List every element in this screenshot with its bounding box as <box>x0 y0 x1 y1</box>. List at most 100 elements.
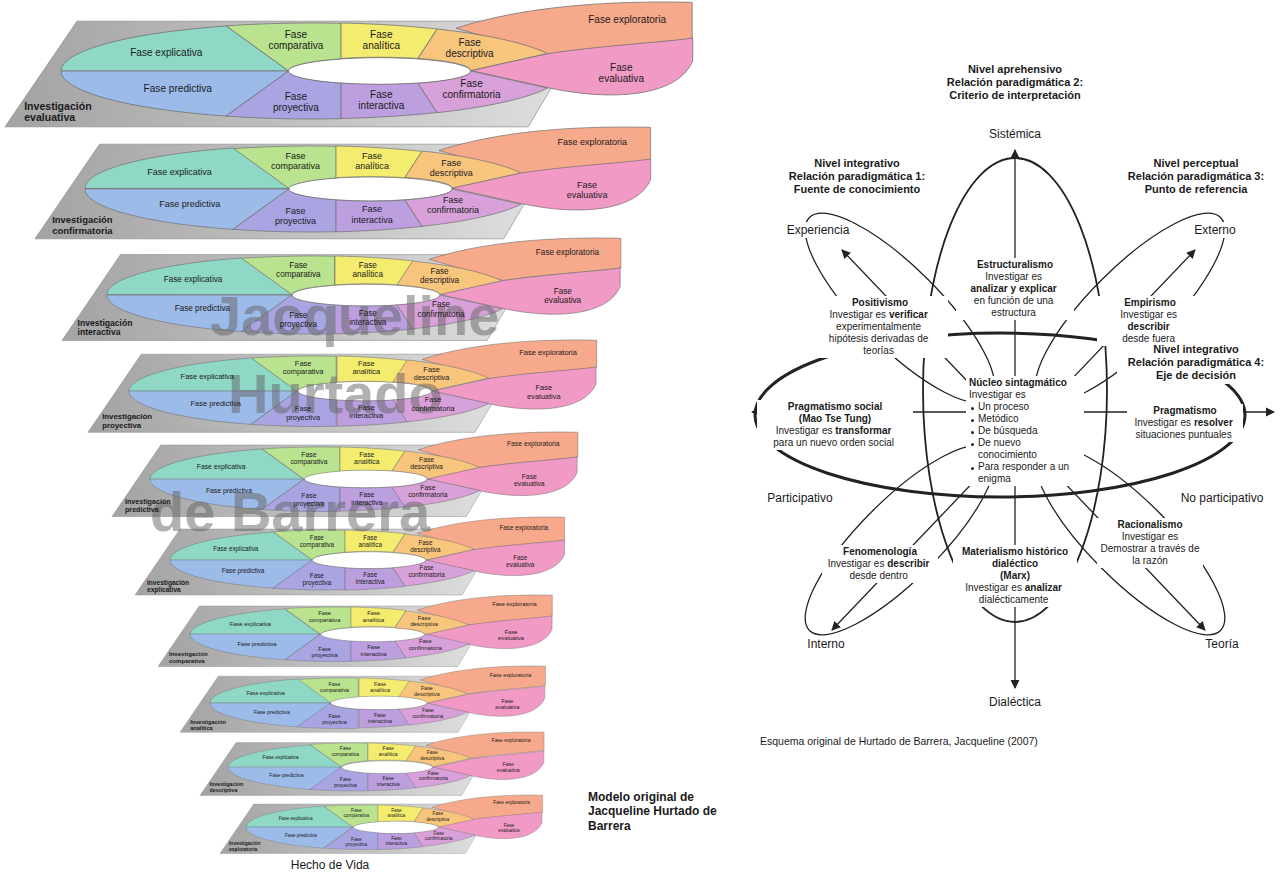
phase-label: Fase predictiva <box>222 567 265 574</box>
phase-text-box: Fase descriptiva <box>415 267 463 285</box>
axis-label: Participativo <box>764 490 835 506</box>
text-line: Investigar esverificarexperimentalmente … <box>815 309 945 357</box>
phase-label: Fase explicativa <box>130 47 202 58</box>
phase-label: Fase interactiva <box>356 571 385 585</box>
phase-label: Fase confirmatoria <box>442 78 500 100</box>
text-line: Investigar esdescribirdesde dentro <box>825 558 935 582</box>
text-line: Experiencia <box>787 223 850 237</box>
phase-label: Fase evaluativa <box>495 698 519 710</box>
label-text: Investigar es Demostrar a través de la r… <box>1101 531 1200 566</box>
phase-text-box: Fase confirmatoria <box>409 707 447 719</box>
text-line: Nivel perceptual <box>1120 157 1272 170</box>
phase-label: Fase predictiva <box>237 641 276 647</box>
phase-fill <box>210 679 331 703</box>
heading-text: Nivel perceptual <box>1154 157 1239 169</box>
phase-label: Fase exploratoria <box>493 800 529 805</box>
phase-label: Fase evaluativa <box>497 761 520 773</box>
phase-label: Fase comparativa <box>271 151 320 171</box>
heading-text: Criterio de interpretación <box>949 89 1080 101</box>
phase-fill <box>418 71 548 113</box>
phase-label: Fase predictiva <box>254 709 290 715</box>
phase-label: Fase analítica <box>355 151 389 171</box>
phase-fill <box>190 609 320 635</box>
phase-fill <box>251 356 336 391</box>
phase-label: Fase exploratoria <box>536 248 599 257</box>
phase-label: Fase explicativa <box>279 816 313 821</box>
phase-label: Fase descriptiva <box>410 615 438 627</box>
text-line: Sistémica <box>989 127 1041 141</box>
body-text: transformar <box>835 425 891 437</box>
text-line: Relación paradigmática 1: <box>772 170 942 183</box>
phase-label: Fase proyectiva <box>322 713 346 725</box>
phase-label: Fase explicativa <box>230 621 271 627</box>
label-text: Experiencia <box>787 223 850 237</box>
phase-label: Fase evaluativa <box>599 62 644 84</box>
phase-fill <box>150 449 304 480</box>
phase-label: Fase analítica <box>388 808 406 818</box>
phase-text-box: Fase descriptiva <box>425 158 478 178</box>
heading-text: Pragmatismo social <box>788 401 882 412</box>
level-heading: Nivel aprehensivoRelación paradigmática … <box>922 62 1108 104</box>
heading-text: Empirismo <box>1124 297 1176 308</box>
level-label-box: Investigación interactiva <box>78 319 153 338</box>
list-item: De búsqueda <box>978 425 1038 436</box>
phase-text-box: Fase exploratoria <box>507 440 560 448</box>
heading-text: Fuente de conocimiento <box>794 183 921 195</box>
phase-fill <box>246 806 353 827</box>
phase-text-box: Fase comparativa <box>307 610 343 623</box>
phase-fill <box>392 479 480 507</box>
phase-fill <box>335 305 413 334</box>
phase-segment: Fase explicativa <box>228 745 342 768</box>
phase-text-box: Fase descriptiva <box>406 456 446 471</box>
level-label: Investigación interactiva <box>78 318 133 337</box>
phase-fill <box>395 634 469 658</box>
phase-segment: Fase explicativa <box>190 609 320 635</box>
text-line: De búsqueda <box>969 425 1081 437</box>
phase-text-box: Fase predictiva <box>237 641 276 647</box>
phase-shape <box>310 767 368 791</box>
phase-segment: Fase proyectiva <box>285 634 351 661</box>
phase-fill <box>397 295 502 329</box>
phase-label: Fase exploratoria <box>499 524 548 531</box>
phase-text-box: Fase comparativa <box>288 451 331 466</box>
level-label-box: Investigación proyectiva <box>102 413 170 430</box>
phase-label: Fase confirmatoria <box>409 638 442 650</box>
paradigm-block: EstructuralismoInvestigar esanalizar y e… <box>956 258 1074 320</box>
phase-fill <box>107 295 292 332</box>
phase-text-box: Fase confirmatoria <box>422 831 455 842</box>
text-line: Para responder a un enigma <box>969 461 1081 485</box>
level-heading: Nivel perceptualRelación paradigmática 3… <box>1117 156 1275 198</box>
axis-label: No participativo <box>1178 490 1267 506</box>
body-text: en función de una estructura <box>959 295 1068 319</box>
phase-label: Fase analítica <box>353 261 383 279</box>
phase-fill <box>405 189 521 226</box>
body-text: Investigar es <box>965 582 1022 594</box>
phase-text-box: Fase exploratoria <box>493 800 529 805</box>
phase-text-box: Fase explicativa <box>164 275 223 284</box>
phase-label: Fase descriptiva <box>420 749 444 761</box>
list-item: Un proceso <box>978 401 1029 412</box>
phase-text-box: Fase evaluativa <box>495 823 523 834</box>
phase-label: Fase comparativa <box>290 451 327 466</box>
text-line: Metódico <box>969 413 1081 425</box>
level-label-box: Investigación comparativa <box>169 651 222 664</box>
heading-text: (Marx) <box>1000 570 1030 581</box>
text-line: Relación paradigmática 4: <box>1120 356 1272 369</box>
phase-label: Fase confirmatoria <box>419 770 448 782</box>
text-line: Investigar es <box>969 389 1081 401</box>
paradigm-block: PositivismoInvestigar esverificarexperim… <box>812 296 948 358</box>
body-text: analizar <box>1025 582 1062 594</box>
phase-text-box: Fase evaluativa <box>522 384 566 401</box>
phase-text-box: Fase predictiva <box>191 400 241 408</box>
list-item: Para responder a un enigma <box>978 461 1069 484</box>
phase-text-box: Fase comparativa <box>267 151 324 171</box>
phase-text-box: Fase comparativa <box>330 746 362 757</box>
text-line: Racionalismo <box>1100 519 1200 531</box>
phase-label: Fase predictiva <box>269 772 303 778</box>
phase-text-box: Fase interactiva <box>374 776 403 787</box>
phase-label: Fase exploratoria <box>588 14 666 25</box>
phase-text-box: Fase evaluativa <box>560 180 613 200</box>
text-line: Modelo original de Jacqueline Hurtado de… <box>588 790 738 833</box>
body-text: para un nuevo orden social <box>773 437 894 449</box>
phase-text-box: Fase proyectiva <box>269 206 322 226</box>
